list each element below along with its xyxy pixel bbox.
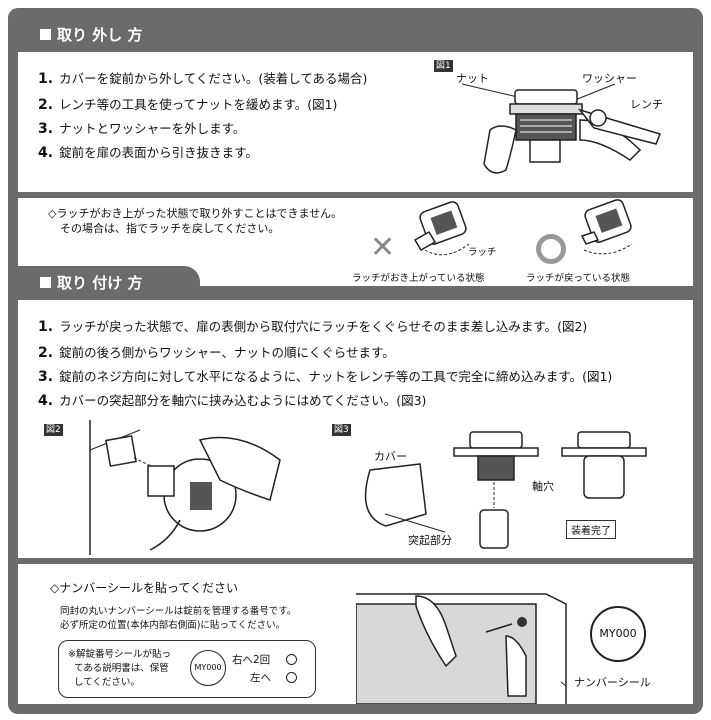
removal-step-4: 4.錠前を扉の表面から引き抜きます。	[38, 145, 258, 161]
fig3-cover-attach-illustration	[364, 431, 647, 549]
seal-placement-illustration	[356, 593, 567, 704]
latch-raised-illustration	[413, 201, 470, 256]
fig3-protrusion-label: 突起部分	[408, 534, 452, 547]
install-step-2: 2.錠前の後ろ側からワッシャー、ナットの順にくぐらせます。	[38, 345, 395, 361]
fig1-tag: 図1	[434, 60, 453, 72]
fig1-lock-wrench-illustration	[461, 83, 662, 174]
keep-manual-line-1: ※解錠番号シールが貼っ	[68, 649, 171, 660]
section-divider-2	[18, 558, 693, 564]
ok-caption: ラッチが戻っている状態	[526, 273, 631, 284]
install-step-3: 3.錠前のネジ方向に対して水平になるように、ナットをレンチ等の工具で完全に締め込…	[38, 369, 613, 385]
latch-label: ラッチ	[468, 247, 497, 258]
fig1-wrench-label: レンチ	[630, 98, 663, 111]
number-seal-line-1: 同封の丸いナンバーシールは錠前を管理する番号です。	[60, 606, 297, 617]
latch-note-line-1: ◇ラッチがおき上がった状態で取り外すことはできません。	[48, 207, 343, 220]
right-turn-circle-icon	[286, 654, 297, 665]
ng-caption: ラッチがおき上がっている状態	[352, 273, 485, 284]
removal-step-3: 3.ナットとワッシャーを外します。	[38, 121, 246, 137]
install-tab: 取り 付け 方	[18, 266, 200, 300]
square-bullet-icon	[40, 29, 51, 40]
dial-code-seal: MY000	[190, 650, 226, 686]
keep-manual-line-2: てある説明書は、保管	[74, 663, 169, 674]
latch-note-line-2: その場合は、指でラッチを戻してください。	[60, 222, 280, 235]
install-step-1: 1.ラッチが戻った状態で、扉の表側から取付穴にラッチをくぐらせそのまま差し込みま…	[38, 319, 588, 335]
keep-manual-box	[58, 640, 316, 698]
removal-step-2: 2.レンチ等の工具を使ってナットを緩めます。(図1)	[38, 97, 338, 113]
fig3-done-label: 装着完了	[566, 520, 616, 539]
number-seal-line-2: 必ず所定の位置(本体内部右側面)に貼ってください。	[60, 620, 286, 631]
removal-step-1: 1.カバーを錠前から外してください。(装着してある場合)	[38, 71, 368, 87]
fig3-cover-label: カバー	[374, 450, 407, 463]
section-divider	[18, 192, 693, 198]
removal-heading: 取り 外し 方	[57, 26, 143, 44]
ok-circle-icon	[536, 234, 566, 264]
fig1-washer-label: ワッシャー	[582, 72, 637, 85]
fig1-nut-label: ナット	[456, 72, 489, 85]
install-panel	[18, 300, 693, 558]
left-turn-label: 左へ	[250, 672, 271, 684]
keep-manual-line-3: してください。	[74, 677, 140, 688]
number-seal-label: ナンバーシール	[574, 676, 651, 689]
number-seal-heading: ◇ナンバーシールを貼ってください	[50, 581, 239, 595]
right-turn-label: 右へ2回	[232, 654, 271, 666]
square-bullet-icon	[40, 277, 51, 288]
fig2-insert-lock-illustration	[89, 420, 281, 555]
fig2-tag: 図2	[44, 424, 63, 436]
fig3-tag: 図3	[332, 424, 351, 436]
ng-cross-icon: ✕	[370, 230, 396, 265]
install-heading: 取り 付け 方	[57, 274, 143, 292]
latch-returned-illustration	[580, 199, 633, 255]
left-turn-circle-icon	[286, 672, 297, 683]
removal-tab: 取り 外し 方	[18, 18, 200, 52]
number-seal-sample: MY000	[590, 606, 646, 662]
install-step-4: 4.カバーの突起部分を軸穴に挟み込むようにはめてください。(図3)	[38, 393, 427, 409]
fig3-shaft-hole-label: 軸穴	[532, 480, 554, 493]
